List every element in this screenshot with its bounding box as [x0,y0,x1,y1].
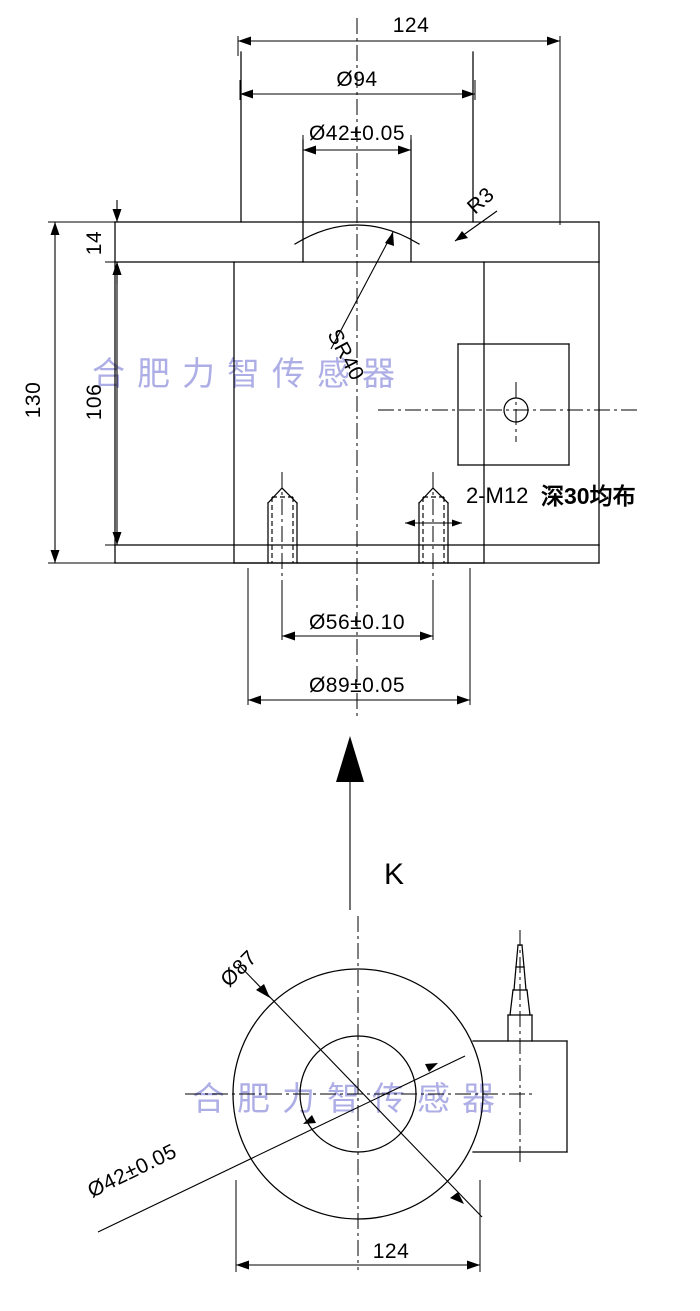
front-view: 124 Ø94 Ø42±0.05 [22,14,640,720]
dim-label-124-top: 124 [393,14,430,37]
dim-body-height-106: 106 [83,261,234,546]
bottom-view-connector-block [472,930,568,1163]
view-direction-arrow-k: K [336,736,404,910]
dim-fillet-r3: R3 [454,183,499,242]
bottom-view-inner-circle [299,1035,417,1153]
dim-bottom-width-124: 124 [235,1180,481,1272]
dim-label-d89: Ø89±0.05 [309,674,405,697]
dim-label-d42-front: Ø42±0.05 [309,122,405,145]
watermark-upper: 合肥力智传感器 [92,355,407,392]
dim-label-106: 106 [83,384,106,421]
front-view-outer-walls [114,261,600,546]
view-arrow-label-k: K [384,858,404,891]
dim-label-d94: Ø94 [336,68,377,91]
bottom-view-cable-gland [507,944,533,1042]
front-view-bore-walls [302,139,412,263]
dim-stud-circle-56: Ø56±0.10 [281,580,434,641]
note-thread-en: 2-M12 [466,483,528,508]
watermark-lower: 合肥力智传感器 [192,1080,507,1117]
bottom-view: Ø87 Ø42±0.05 124 [84,916,568,1272]
dim-label-d87: Ø87 [216,946,261,991]
dim-flange-thickness-14: 14 [83,200,122,284]
dim-label-d56: Ø56±0.10 [309,611,405,634]
front-view-stud-left [267,472,298,580]
front-view-side-boss [378,343,640,466]
front-view-spherical-dome [294,224,420,245]
dim-label-130: 130 [22,382,45,419]
dim-bore-dia-42: Ø42±0.05 [302,122,412,155]
front-view-stud-width-arrows [405,519,462,527]
dim-label-124-bottom: 124 [373,1240,410,1263]
view-arrow-head [336,736,364,782]
front-view-recess-walls [240,51,474,223]
note-thread-2-m12: 2-M12 深30均布 [466,483,636,509]
dim-overall-width-124: 124 [237,14,561,225]
bottom-view-outer-circle [232,968,484,1220]
dim-overall-height-130: 130 [22,221,115,564]
dim-label-d42-bottom: Ø42±0.05 [84,1140,180,1203]
dim-flange-dia-94: Ø94 [239,68,476,100]
dim-label-14: 14 [83,231,106,255]
dim-base-dia-89: Ø89±0.05 [247,568,471,705]
front-view-stud-right [418,472,449,580]
note-thread-cn: 深30均布 [541,483,636,509]
